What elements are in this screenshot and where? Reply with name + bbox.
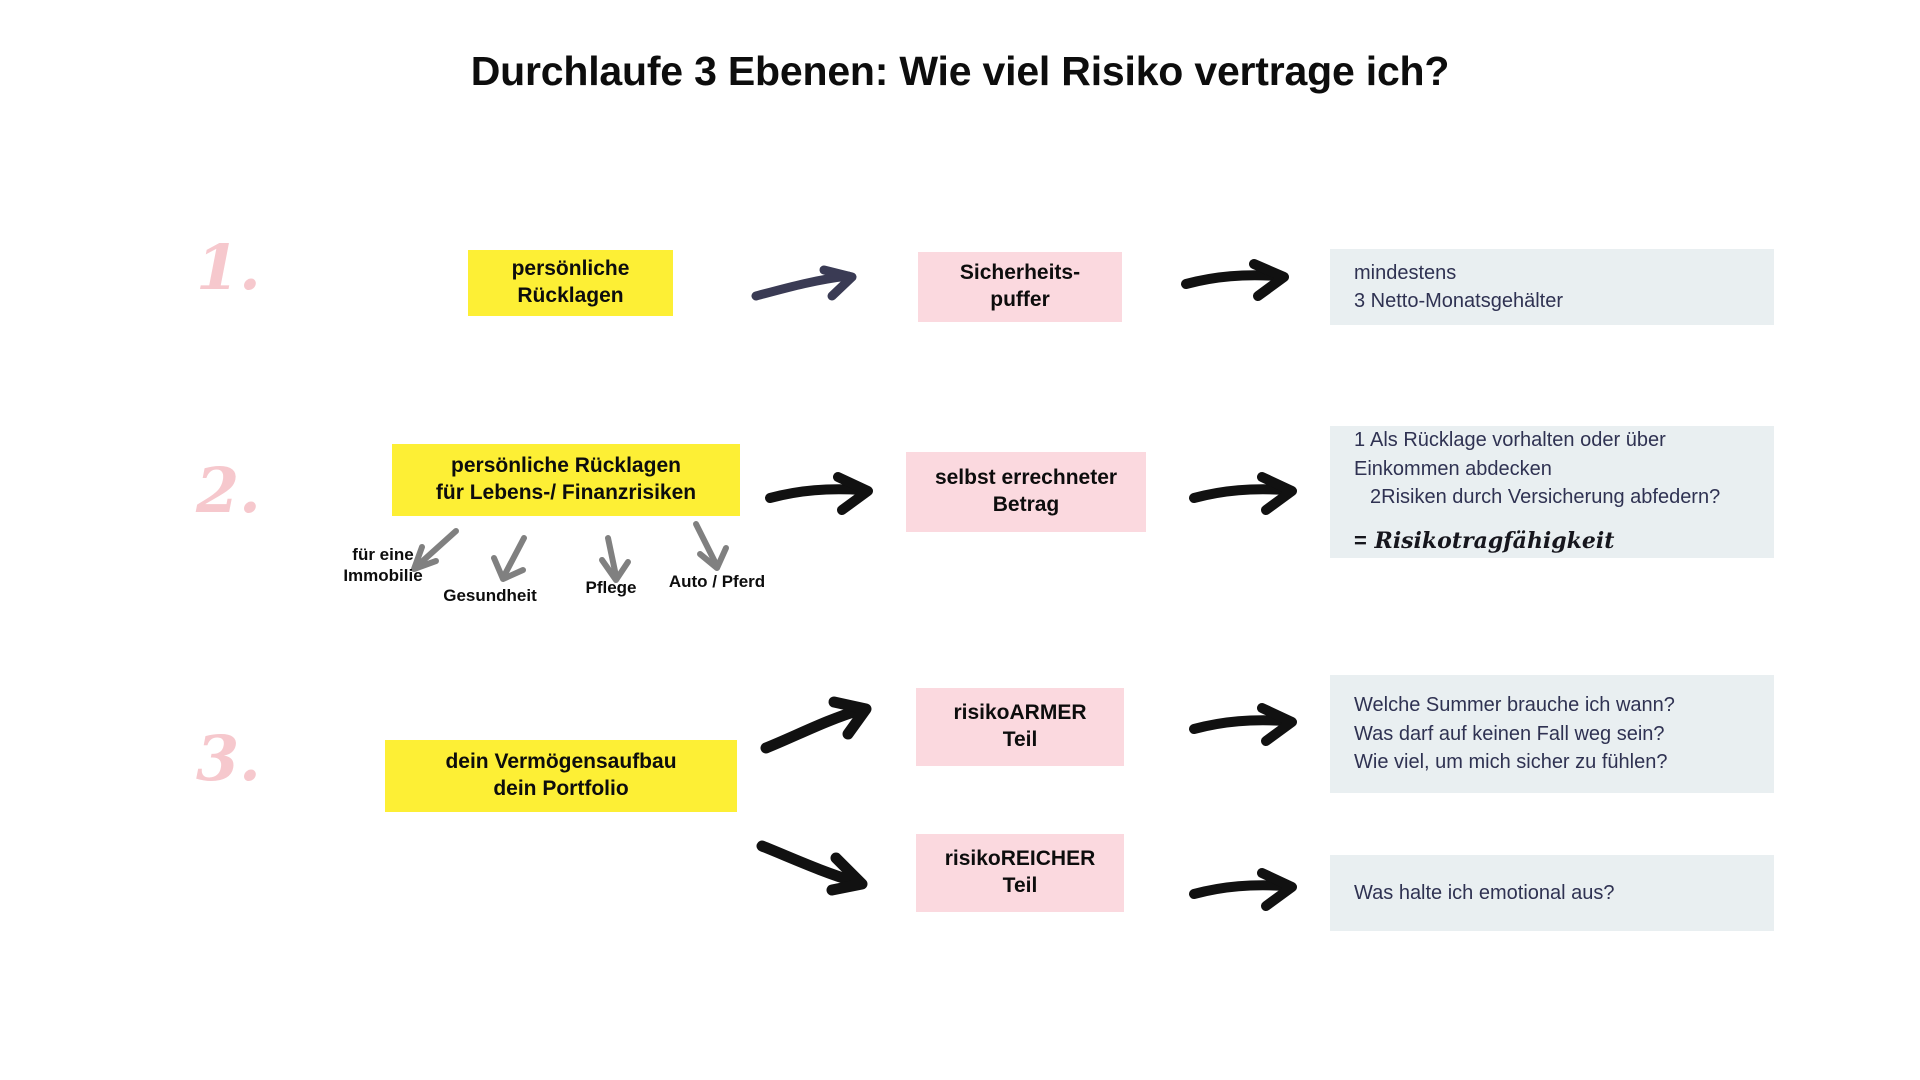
step2-source-line1: persönliche Rücklagen [451,454,681,478]
sublabel-line1: Gesundheit [443,586,537,605]
arrow-down-right-icon [686,520,732,576]
step2-middle-line2: Betrag [992,493,1060,516]
step1-result-box: mindestens 3 Netto-Monatsgehälter [1330,249,1774,325]
step3-branch2-line2: Teil [1002,874,1038,897]
arrow-right-icon [1181,259,1300,304]
page-title: Durchlaufe 3 Ebenen: Wie viel Risiko ver… [470,48,1450,94]
step3-source-box: dein Vermögensaufbau dein Portfolio [385,740,737,812]
arrow-right-icon [1189,868,1308,914]
step-number-2: 2. [196,454,261,527]
sublabel-line1: Pflege [585,578,637,597]
step-number-3: 3. [196,722,261,795]
step2-result-item-2: 2Risiken durch Versicherung abfedern? [1354,483,1774,511]
step2-source-line2: für Lebens-/ Finanzrisiken [435,481,697,504]
arrow-right-icon [1189,472,1308,518]
step3-branch1-line2: Teil [1002,728,1038,751]
step3-branch1-line1: risikoARMER [953,701,1087,725]
step1-middle-line1: Sicherheits- [959,261,1081,285]
arrow-right-icon [751,265,872,312]
step2-sublabel-pflege: Pflege [566,578,656,599]
arrow-up-right-icon [760,696,890,760]
arrow-right-icon [765,472,886,518]
sublabel-line1: Auto / Pferd [668,572,766,591]
step1-middle-box: Sicherheits- puffer [918,252,1122,322]
step3-branch1-result-box: Welche Summer brauche ich wann? Was darf… [1330,675,1774,793]
step2-conclusion: = Risikotragfähigkeit [1354,525,1774,557]
arrow-down-right-icon [756,838,886,896]
step3-branch1-result-line1: Welche Summer brauche ich wann? [1354,694,1675,717]
sublabel-line1: für eine [352,545,414,564]
step3-branch2-middle-box: risikoREICHER Teil [916,834,1124,912]
step2-middle-line1: selbst errechneter [934,466,1118,490]
list-text: Als Rücklage vorhalten oder über [1370,429,1666,452]
step3-source-line1: dein Vermögensaufbau [445,750,677,774]
step3-branch2-result-box: Was halte ich emotional aus? [1330,855,1774,931]
equals-sign: = [1354,528,1367,554]
step2-sublabel-gesundheit: Gesundheit [430,586,550,607]
step1-source-box: persönliche Rücklagen [468,250,673,316]
step3-branch1-result-line3: Wie viel, um mich sicher zu fühlen? [1354,751,1668,774]
arrow-right-icon [1189,703,1308,749]
step1-middle-line2: puffer [990,288,1050,311]
risikotragfaehigkeit-term: Risikotragfähigkeit [1374,528,1615,555]
step1-source-line1: persönliche [511,257,630,281]
list-index: 1 [1354,429,1366,452]
step2-sublabel-auto-pferd: Auto / Pferd [650,572,784,593]
step3-source-line2: dein Portfolio [493,777,629,800]
sublabel-line2: Immobilie [343,565,423,585]
step3-branch2-line1: risikoREICHER [944,847,1096,871]
arrow-down-icon [490,534,534,586]
step2-sublabel-immobilie: für eine Immobilie [328,545,438,586]
step3-branch1-middle-box: risikoARMER Teil [916,688,1124,766]
list-index-2: 2 [1370,486,1382,509]
step3-branch2-result-line1: Was halte ich emotional aus? [1354,881,1615,904]
step1-result-line2: 3 Netto-Monatsgehälter [1354,290,1564,312]
step-number-1: 1. [196,231,261,304]
arrow-down-icon [594,534,634,586]
step2-middle-box: selbst errechneter Betrag [906,452,1146,532]
list-text: Einkommen abdecken [1354,457,1552,480]
list-text: Risiken durch Versicherung abfedern? [1381,486,1721,509]
step3-branch1-result-line2: Was darf auf keinen Fall weg sein? [1354,722,1665,745]
step2-source-box: persönliche Rücklagen für Lebens-/ Finan… [392,444,740,516]
step2-result-item-1-cont: Einkommen abdecken [1354,455,1774,483]
step1-source-line2: Rücklagen [517,284,624,307]
step1-result-line1: mindestens [1354,261,1457,284]
arrow-down-left-icon [406,527,462,575]
